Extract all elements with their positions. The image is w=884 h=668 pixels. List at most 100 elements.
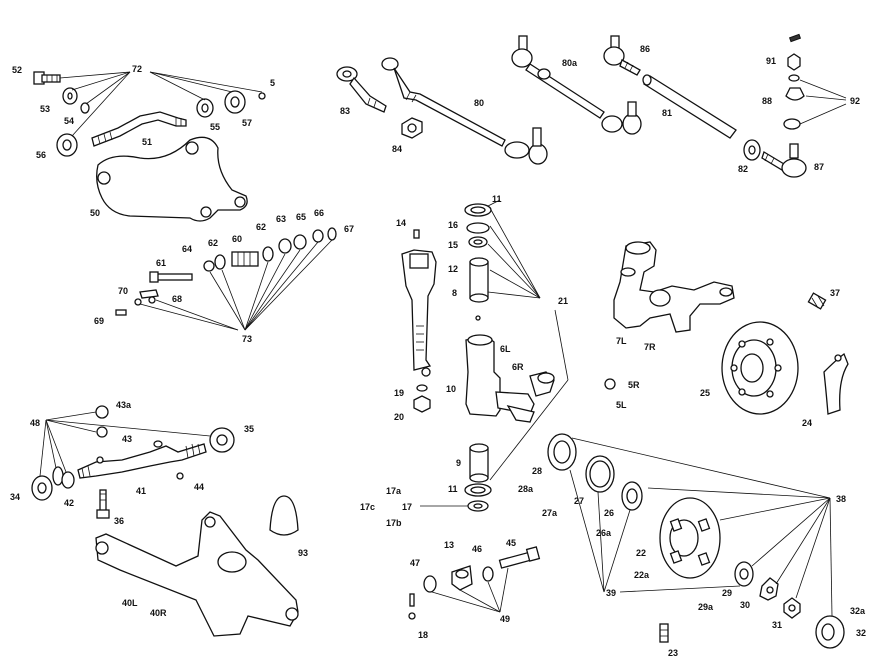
pin-70 (139, 289, 159, 299)
washer-66 (312, 229, 324, 243)
label-43: 43 (122, 434, 132, 444)
label-64: 64 (182, 244, 192, 254)
label-13: 13 (444, 540, 454, 550)
label-63: 63 (276, 214, 286, 224)
nut-10 (421, 367, 431, 377)
washer-65 (293, 234, 307, 250)
bushing-57 (224, 90, 246, 114)
label-92: 92 (850, 96, 860, 106)
nut-43 (96, 426, 108, 438)
bushing-12 (469, 257, 489, 303)
label-29a: 29a (698, 602, 714, 612)
washer-19 (416, 384, 428, 392)
bump-stop-93 (269, 495, 299, 536)
label-49: 49 (500, 614, 510, 624)
grease-nipple (475, 315, 481, 321)
label-44: 44 (194, 482, 204, 492)
washer-34b (52, 466, 64, 486)
upper-control-arm-50 (96, 136, 248, 222)
lower-control-arm-group (31, 405, 299, 637)
washer-92a (788, 74, 800, 82)
bushing-56 (56, 133, 78, 157)
label-60: 60 (232, 234, 242, 244)
tie-rod-small-parts (408, 546, 541, 620)
bolt-61 (149, 271, 193, 283)
part-number-labels: 52 72 5 53 54 56 51 55 57 50 83 84 80 80… (10, 44, 866, 658)
label-65: 65 (296, 212, 306, 222)
label-20: 20 (394, 412, 404, 422)
pivot-shaft-41 (77, 440, 207, 479)
label-5: 5 (270, 78, 275, 88)
washer-62b (262, 246, 274, 262)
label-9: 9 (456, 458, 461, 468)
label-22: 22 (636, 548, 646, 558)
tube-81 (642, 74, 737, 139)
label-5L: 5L (616, 400, 627, 410)
washer-63 (278, 238, 292, 254)
washer-67 (327, 227, 337, 241)
label-5R: 5R (628, 380, 640, 390)
label-69: 69 (94, 316, 104, 326)
steering-knuckle-7 (613, 241, 735, 333)
label-8: 8 (452, 288, 457, 298)
label-81: 81 (662, 108, 672, 118)
label-72: 72 (132, 64, 142, 74)
label-88: 88 (762, 96, 772, 106)
label-51: 51 (142, 137, 152, 147)
label-46: 46 (472, 544, 482, 554)
clamp-13 (451, 565, 473, 591)
label-17: 17 (402, 502, 412, 512)
bushing-34 (31, 475, 53, 501)
label-42: 42 (64, 498, 74, 508)
washer-64 (203, 260, 215, 272)
nut-31 (783, 597, 801, 619)
label-40L: 40L (122, 598, 138, 608)
label-54: 54 (64, 116, 74, 126)
washer-54 (80, 102, 90, 114)
washer-69a (134, 298, 142, 306)
pin-18 (408, 593, 416, 620)
label-73: 73 (242, 334, 252, 344)
hub-disc-25 (721, 321, 799, 415)
hub-cap-32 (815, 615, 845, 649)
bushing-9 (469, 443, 489, 483)
king-pin-group (401, 199, 569, 512)
tie-rod-80a (511, 35, 642, 135)
pivot-shaft-51 (91, 111, 187, 147)
bolt-36 (96, 489, 110, 519)
washer-92b (783, 118, 801, 130)
label-50: 50 (90, 208, 100, 218)
nut-68 (148, 296, 156, 304)
label-35: 35 (244, 424, 254, 434)
washer-47 (423, 575, 437, 593)
label-28: 28 (532, 466, 542, 476)
bolt-69 (115, 309, 127, 316)
washer-30 (759, 577, 779, 601)
label-66: 66 (314, 208, 324, 218)
label-32a: 32a (850, 606, 866, 616)
label-10: 10 (446, 384, 456, 394)
label-23: 23 (668, 648, 678, 658)
lower-control-arm-40 (95, 511, 299, 637)
label-26: 26 (604, 508, 614, 518)
label-38: 38 (836, 494, 846, 504)
label-17b: 17b (386, 518, 402, 528)
label-18: 18 (418, 630, 428, 640)
bolt-37 (807, 292, 827, 310)
label-91: 91 (766, 56, 776, 66)
label-84: 84 (392, 144, 402, 154)
label-27a: 27a (542, 508, 558, 518)
label-31: 31 (772, 620, 782, 630)
bushing-46 (482, 566, 494, 582)
label-11-top: 11 (492, 194, 502, 204)
label-86: 86 (640, 44, 650, 54)
label-80a: 80a (562, 58, 578, 68)
label-62-right: 62 (256, 222, 266, 232)
label-17a: 17a (386, 486, 402, 496)
knuckle-hub-group (604, 241, 849, 415)
label-7R: 7R (644, 342, 656, 352)
label-37: 37 (830, 288, 840, 298)
label-53: 53 (40, 104, 50, 114)
label-93: 93 (298, 548, 308, 558)
